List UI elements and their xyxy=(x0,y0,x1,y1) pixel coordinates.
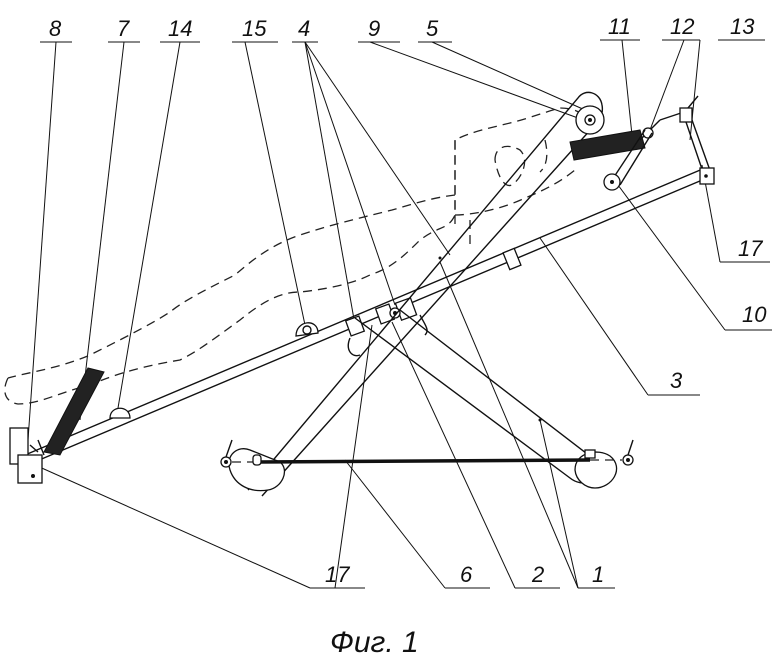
board-plate xyxy=(502,247,522,271)
label-11: 11 xyxy=(608,14,631,39)
head-bracket xyxy=(679,95,715,185)
label-1: 1 xyxy=(592,562,604,587)
foot-bracket xyxy=(9,427,43,484)
cord-and-grip xyxy=(603,111,685,191)
label-17-upper: 17 xyxy=(738,236,763,261)
dashed-body-outline xyxy=(4,107,591,405)
main-board xyxy=(24,167,708,467)
roller-15 xyxy=(295,322,319,337)
label-underlines xyxy=(40,39,772,589)
foot-strap xyxy=(29,367,105,456)
label-14: 14 xyxy=(168,16,192,41)
label-17-lower: 17 xyxy=(325,562,350,587)
label-10: 10 xyxy=(742,302,767,327)
label-15: 15 xyxy=(242,16,267,41)
label-6: 6 xyxy=(460,562,473,587)
label-7: 7 xyxy=(117,16,130,41)
pivot-block-17 xyxy=(344,296,428,357)
bottom-link xyxy=(220,439,634,468)
figure-caption: Фиг. 1 xyxy=(330,626,419,659)
roller-14 xyxy=(109,407,131,419)
label-3: 3 xyxy=(670,368,683,393)
label-13: 13 xyxy=(730,14,755,39)
label-5: 5 xyxy=(426,16,439,41)
leader-lines xyxy=(27,39,726,589)
label-2: 2 xyxy=(531,562,544,587)
label-8: 8 xyxy=(49,16,62,41)
dashed-arm-outline xyxy=(454,139,548,245)
label-12: 12 xyxy=(670,14,694,39)
support-arm xyxy=(228,91,605,497)
label-9: 9 xyxy=(368,16,380,41)
label-4: 4 xyxy=(298,16,310,41)
